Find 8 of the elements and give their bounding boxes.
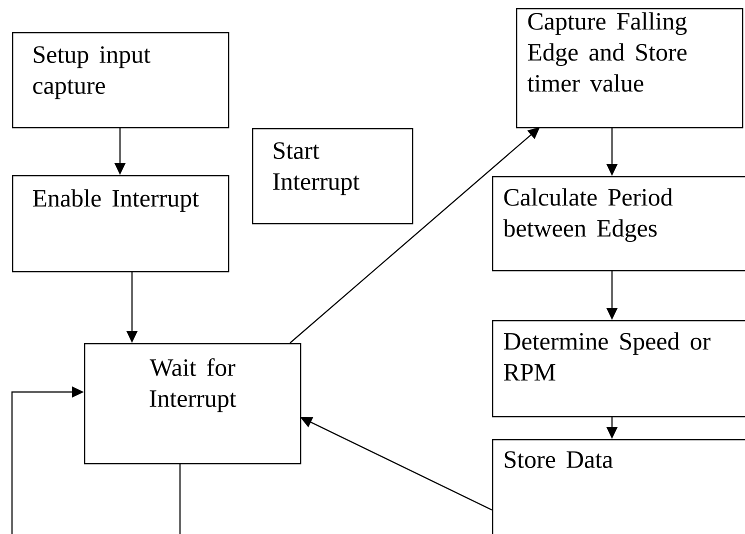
process-box: Calculate Period between Edges [492, 176, 745, 272]
process-box: Wait for Interrupt [84, 343, 302, 464]
process-box: Store Data [492, 438, 745, 534]
process-box: Determine Speed or RPM [492, 320, 745, 418]
process-box: Setup input capture [12, 32, 230, 128]
process-box: Enable Interrupt [12, 175, 230, 272]
process-box: Start Interrupt [252, 128, 414, 224]
process-box: Capture Falling Edge and Store timer value [516, 8, 744, 128]
